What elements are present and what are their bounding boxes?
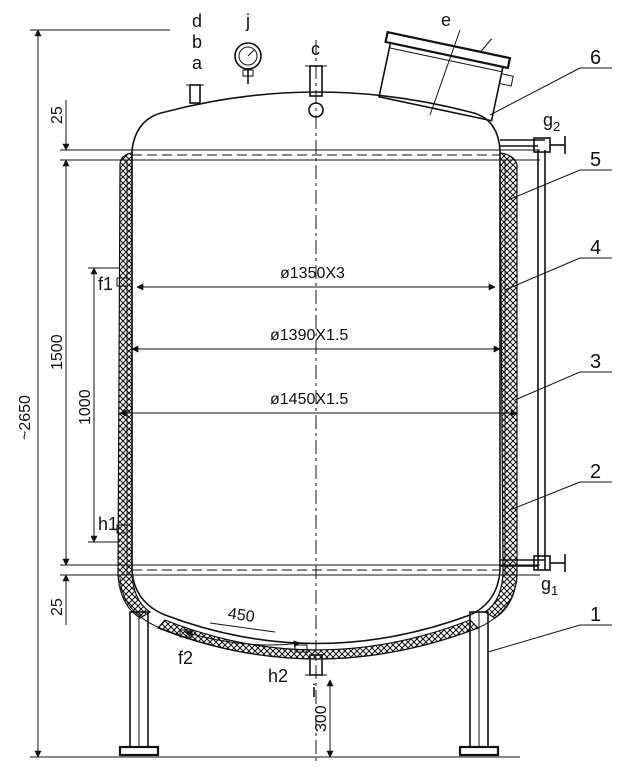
dim-label-shell: 1500 [49,334,66,370]
label-j: j [245,11,250,31]
label-f1: f1 [98,274,113,294]
leader-4 [504,257,581,291]
dim-label-overall: ~2650 [17,395,34,440]
foot-left [118,745,160,757]
dim-arc-450 [184,630,301,648]
label-e: e [441,10,451,30]
label-b: b [192,32,202,52]
label-g2: g2 [543,110,560,134]
bottom-head-outer [119,577,518,660]
label-d: d [192,11,202,31]
nozzle-f2 [179,629,193,638]
label-c: c [311,39,320,59]
insulation-left [117,152,152,619]
bottom-head [131,569,501,645]
insulation-bottom [156,619,480,660]
leader-6 [489,67,581,116]
dim-label-top-head: 25 [49,106,66,124]
manhole-e [378,30,514,122]
label-i: i [312,681,316,701]
pressure-gauge-valve [242,69,254,77]
foot-right [458,745,500,757]
part-1: 1 [590,604,601,626]
part-5: 5 [590,149,601,171]
leader-3 [514,371,581,401]
valve-g1-icon [533,555,551,571]
pressure-gauge-needle [247,49,255,57]
label-h2: h2 [268,666,288,686]
dim-label-d2: ø1390X1.5 [270,327,348,344]
nozzle-h2 [294,644,308,653]
dim-label-level: 1000 [77,389,94,425]
nozzle-a [189,84,201,104]
dim-arc-450-leader [209,622,276,633]
leader-5 [507,169,581,201]
leader-1 [487,624,581,653]
nozzle-f1 [116,277,128,287]
label-h1: h1 [98,514,118,534]
dim-label-d1: ø1350X3 [280,265,345,282]
label-g1: g1 [541,574,558,598]
leader-2 [509,481,581,511]
dim-label-leg: 300 [313,705,330,732]
dim-label-arc: 450 [227,605,256,626]
manhole-e-centerline [429,29,461,116]
insulation-right [483,152,518,619]
part-2: 2 [590,461,601,483]
label-f2: f2 [178,648,193,668]
dim-label-d3: ø1450X1.5 [270,391,348,408]
top-head [131,91,501,151]
pressure-gauge-face [238,46,258,66]
part-6: 6 [590,47,601,69]
dim-label-bottom-head: 25 [49,598,66,616]
nozzle-h1 [116,524,128,534]
nozzle-c-spray-ball [308,102,324,118]
part-3: 3 [590,351,601,373]
part-4: 4 [590,237,601,259]
label-a: a [192,53,203,73]
